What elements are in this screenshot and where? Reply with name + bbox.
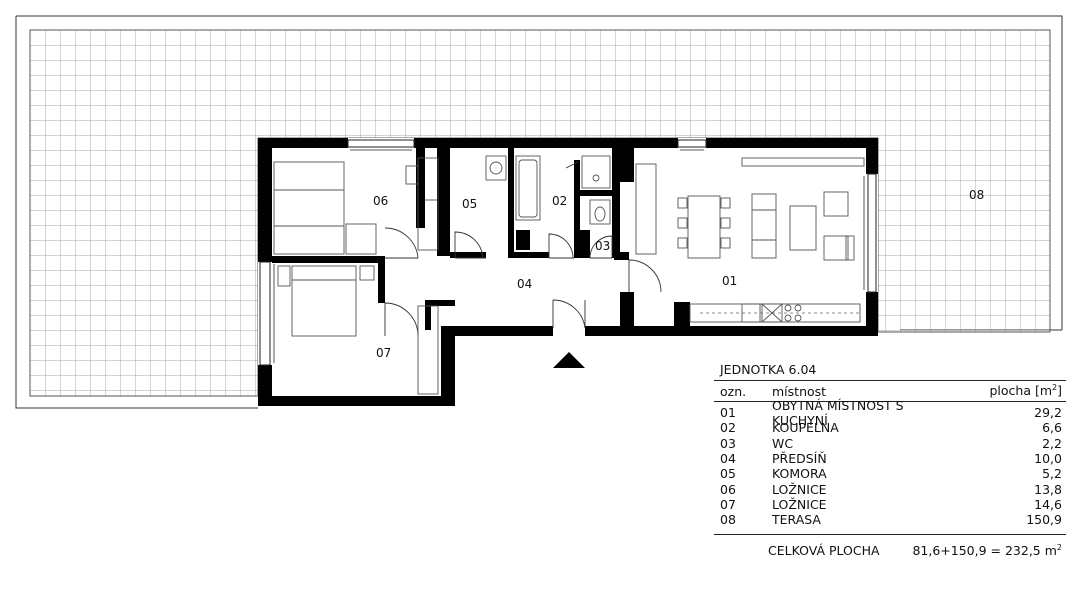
legend-row: 02 KOUPELNA 6,6 [720,420,1062,436]
door-swings [384,161,662,337]
legend-row: 06 LOŽNICE 13,8 [720,481,1062,497]
windows [259,139,877,366]
total-value: 81,6+150,9 = 232,5 m2 [912,542,1062,558]
legend-title: JEDNOTKA 6.04 [720,362,817,377]
room-label-06: 06 [373,194,388,208]
room-label-03: 03 [595,239,610,253]
legend-col-name: místnost [772,383,827,399]
interior-walls [272,148,690,332]
area-legend: JEDNOTKA 6.04 ozn. místnost plocha [m2] … [714,360,1066,563]
legend-row: 05 KOMORA 5,2 [720,466,1062,482]
window-sills [273,149,865,363]
legend-row: 01 OBYTNÁ MÍSTNOST S KUCHYNÍ 29,2 [720,397,1062,428]
total-label: CELKOVÁ PLOCHA [768,542,880,558]
room-label-07: 07 [376,346,391,360]
apartment-floor [258,138,878,406]
legend-col-code: ozn. [720,383,747,399]
furniture-room-07 [277,265,439,395]
exterior-walls [258,138,878,406]
legend-row: 07 LOŽNICE 14,6 [720,496,1062,512]
legend-row: 03 WC 2,2 [720,435,1062,451]
room-label-05: 05 [462,197,477,211]
room-label-04: 04 [517,277,532,291]
legend-divider-header [714,401,1066,402]
legend-divider-bottom [714,534,1066,536]
room-label-02: 02 [552,194,567,208]
legend-col-area: plocha [m2] [989,383,1062,399]
bathroom-fixtures [485,155,611,225]
entrance-arrow-icon [553,352,585,368]
legend-row: 04 PŘEDSÍŇ 10,0 [720,451,1062,467]
furniture-room-06 [273,157,439,255]
room-label-01: 01 [722,274,737,288]
legend-total: CELKOVÁ PLOCHA 81,6+150,9 = 232,5 m2 [714,535,1066,563]
legend-row: 08 TERASA 150,9 [720,512,1062,528]
legend-divider-top [714,380,1066,381]
legend-rows: 01 OBYTNÁ MÍSTNOST S KUCHYNÍ 29,2 02 KOU… [714,397,1066,528]
room-label-08: 08 [969,188,984,202]
legend-header: ozn. místnost plocha [m2] [714,381,1066,401]
